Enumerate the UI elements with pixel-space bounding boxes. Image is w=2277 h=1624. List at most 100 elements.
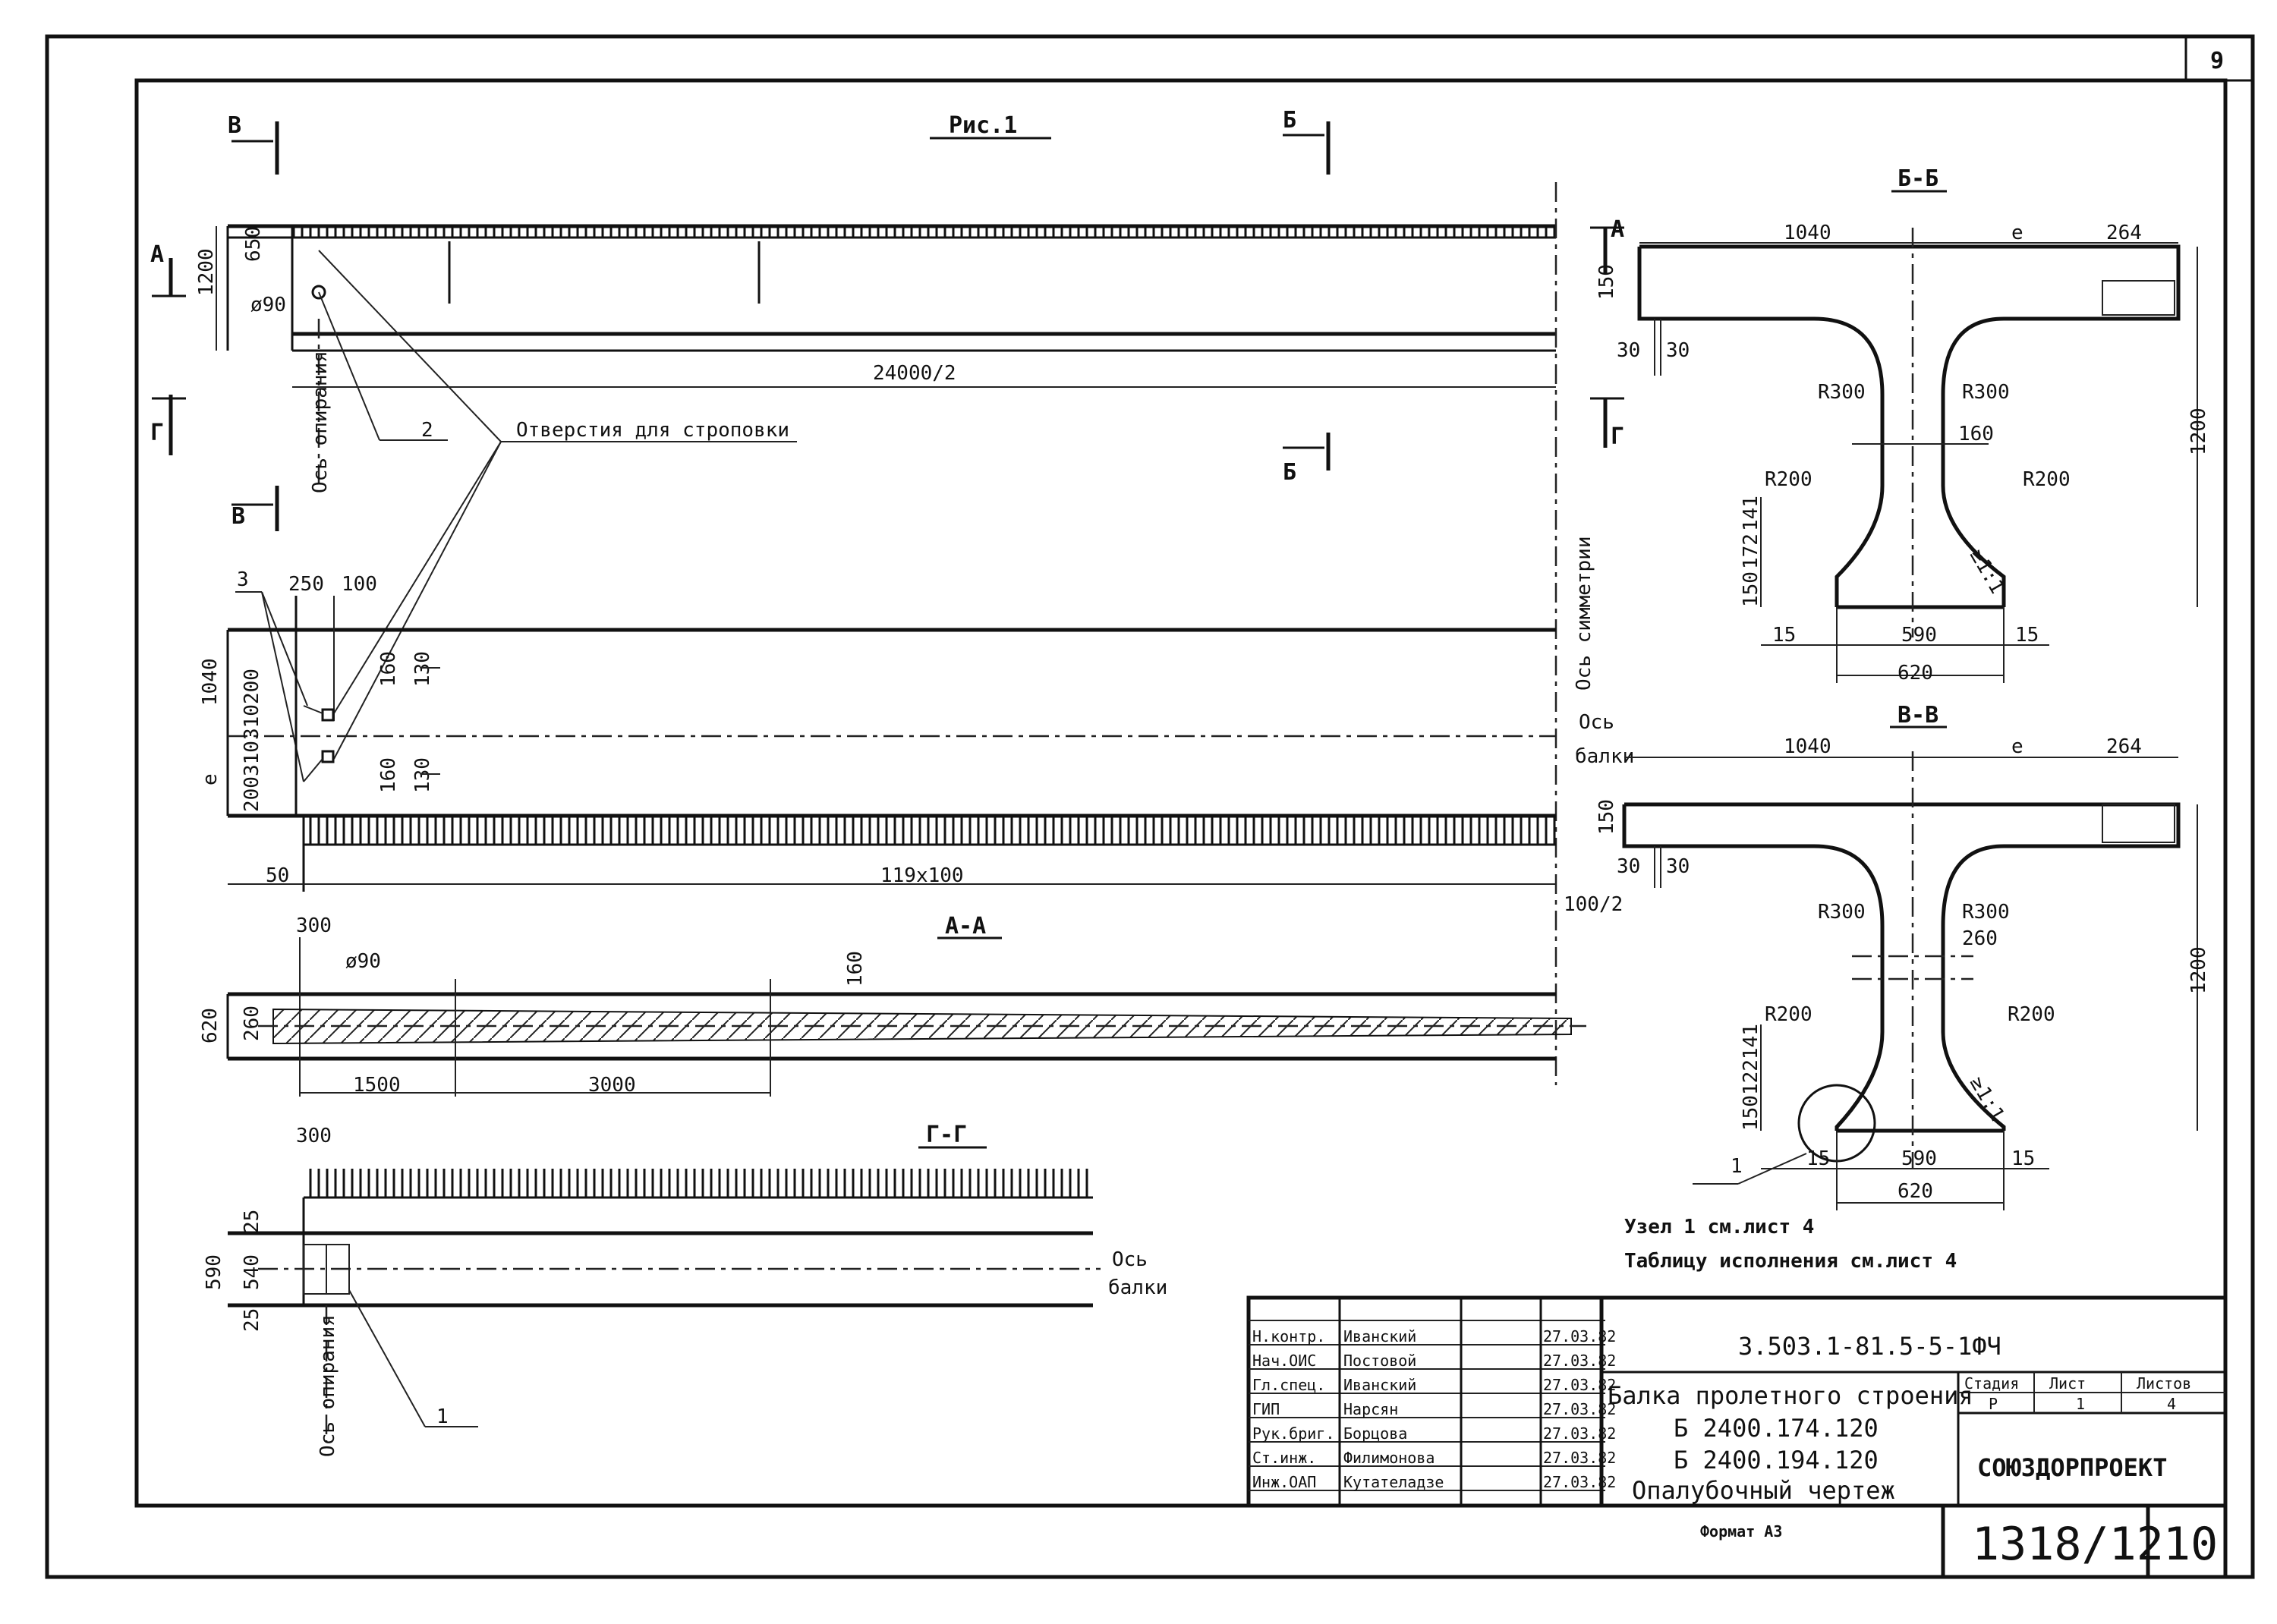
axis-symmetry-label: Ось симметрии xyxy=(1573,537,1595,691)
axis-support-elev: Ось опирания xyxy=(309,351,332,493)
marker-b-top: Б xyxy=(1283,107,1296,134)
vv-r200-left: R200 xyxy=(1765,1003,1812,1026)
gg-dim-300: 300 xyxy=(296,1125,332,1147)
bb-dim-150b: 150 xyxy=(1740,571,1762,607)
callout-3: 3 xyxy=(237,568,249,591)
tb-date-5: 27.03.82 xyxy=(1543,1449,1616,1467)
dim-1200: 1200 xyxy=(195,248,218,296)
dim-50: 50 xyxy=(266,864,289,887)
bb-r200-left: R200 xyxy=(1765,468,1812,491)
dim-e-plan: e xyxy=(199,773,222,785)
vv-dim-30a: 30 xyxy=(1617,855,1640,878)
title-block xyxy=(1246,1295,2228,1508)
bb-dim-160: 160 xyxy=(1958,423,1994,445)
tb-title-1: Балка пролетного строения xyxy=(1608,1381,1973,1410)
note-1: Узел 1 см.лист 4 xyxy=(1624,1216,1814,1238)
marker-g-right: Г xyxy=(1611,423,1624,450)
vv-dim-590: 590 xyxy=(1901,1147,1937,1170)
note-2: Таблицу исполнения см.лист 4 xyxy=(1624,1250,1957,1273)
section-gg-title: Г-Г xyxy=(926,1122,967,1148)
vv-dim-1200: 1200 xyxy=(2187,946,2210,994)
section-aa-title: А-А xyxy=(945,913,986,939)
bb-dim-e: e xyxy=(2011,222,2023,244)
aa-dim-260: 260 xyxy=(241,1006,263,1041)
tb-name-2: Иванский xyxy=(1343,1376,1416,1394)
bb-dim-30b: 30 xyxy=(1666,339,1690,362)
axis-beam-plan-1: Ось xyxy=(1579,711,1614,734)
tb-doc-number: 1318/12 xyxy=(1972,1518,2164,1571)
outer-frame xyxy=(45,34,2255,1579)
dim-130a: 130 xyxy=(411,651,434,687)
dim-200310: 200310 xyxy=(241,741,263,812)
aa-dim-620: 620 xyxy=(199,1008,222,1043)
tb-title-4: Опалубочный чертеж xyxy=(1632,1476,1895,1505)
aa-dim-hole: ø90 xyxy=(345,950,381,973)
tb-date-1: 27.03.82 xyxy=(1543,1352,1616,1370)
holes-label: Отверстия для строповки xyxy=(516,419,789,442)
tb-page: 10 xyxy=(2163,1518,2218,1571)
tb-name-6: Кутателадзе xyxy=(1343,1473,1444,1491)
aa-dim-3000: 3000 xyxy=(588,1074,636,1097)
marker-b-bottom: Б xyxy=(1283,459,1296,486)
tb-date-0: 27.03.82 xyxy=(1543,1327,1616,1345)
vv-dim-15b: 15 xyxy=(2011,1147,2035,1170)
vv-r300-right: R300 xyxy=(1962,901,2010,924)
marker-v-bottom: В xyxy=(231,503,245,530)
bb-dim-590: 590 xyxy=(1901,624,1937,647)
tb-role-1: Нач.ОИС xyxy=(1252,1352,1316,1370)
tb-name-4: Борцова xyxy=(1343,1424,1407,1443)
bb-r300-right: R300 xyxy=(1962,381,2010,404)
bb-r300-left: R300 xyxy=(1818,381,1866,404)
dim-24000: 24000/2 xyxy=(873,362,956,385)
bb-dim-620: 620 xyxy=(1898,662,1933,685)
gg-axis-support: Ось опирания xyxy=(317,1314,339,1457)
dim-hole-elev: ø90 xyxy=(250,294,286,316)
tb-role-0: Н.контр. xyxy=(1252,1327,1325,1345)
vv-r200-right: R200 xyxy=(2008,1003,2055,1026)
tb-date-4: 27.03.82 xyxy=(1543,1424,1616,1443)
aa-dim-300: 300 xyxy=(296,914,332,937)
bb-dim-150: 150 xyxy=(1595,264,1618,300)
tb-org: СОЮЗДОРПРОЕКТ xyxy=(1977,1453,2167,1482)
tb-role-5: Ст.инж. xyxy=(1252,1449,1316,1467)
vv-dim-260: 260 xyxy=(1962,927,1998,950)
aa-dim-160: 160 xyxy=(844,951,867,987)
dim-310200: 310200 xyxy=(241,669,263,740)
marker-v-top: В xyxy=(228,112,241,139)
marker-a-left: А xyxy=(150,241,164,268)
bb-r200-right: R200 xyxy=(2023,468,2071,491)
vv-dim-30b: 30 xyxy=(1666,855,1690,878)
dim-100-2: 100/2 xyxy=(1564,893,1623,916)
tb-name-3: Нарсян xyxy=(1343,1400,1398,1418)
gg-dim-590: 590 xyxy=(203,1254,225,1290)
tb-format: Формат А3 xyxy=(1700,1522,1782,1541)
gg-axis-2: балки xyxy=(1108,1276,1167,1299)
bb-slope: ≥1:1 xyxy=(1965,546,2008,598)
vv-dim-e: e xyxy=(2011,735,2023,758)
tb-sheet: 1 xyxy=(2076,1395,2085,1413)
sheet-number-box xyxy=(2184,35,2254,82)
bb-dim-1040: 1040 xyxy=(1784,222,1831,244)
bb-dim-15a: 15 xyxy=(1772,624,1796,647)
gg-hatch xyxy=(304,1169,1093,1198)
dim-130b: 130 xyxy=(411,757,434,793)
tb-title-2: Б 2400.174.120 xyxy=(1674,1414,1879,1443)
tb-stage: Р xyxy=(1989,1395,1998,1413)
tb-role-4: Рук.бриг. xyxy=(1252,1424,1334,1443)
vv-r300-left: R300 xyxy=(1818,901,1866,924)
tb-role-3: ГИП xyxy=(1252,1400,1280,1418)
gg-callout-1: 1 xyxy=(436,1405,449,1428)
callout-2: 2 xyxy=(421,419,433,442)
aa-dim-1500: 1500 xyxy=(353,1074,401,1097)
plan-rib-hatch xyxy=(304,816,1556,845)
tb-date-6: 27.03.82 xyxy=(1543,1473,1616,1491)
vv-dim-620: 620 xyxy=(1898,1180,1933,1203)
tb-date-2: 27.03.82 xyxy=(1543,1376,1616,1394)
sheet-number-top: 9 xyxy=(2210,48,2224,74)
doc-number-box xyxy=(1941,1503,2228,1579)
figure-title: Рис.1 xyxy=(949,112,1017,139)
tb-name-0: Иванский xyxy=(1343,1327,1416,1345)
tb-name-1: Постовой xyxy=(1343,1352,1416,1370)
